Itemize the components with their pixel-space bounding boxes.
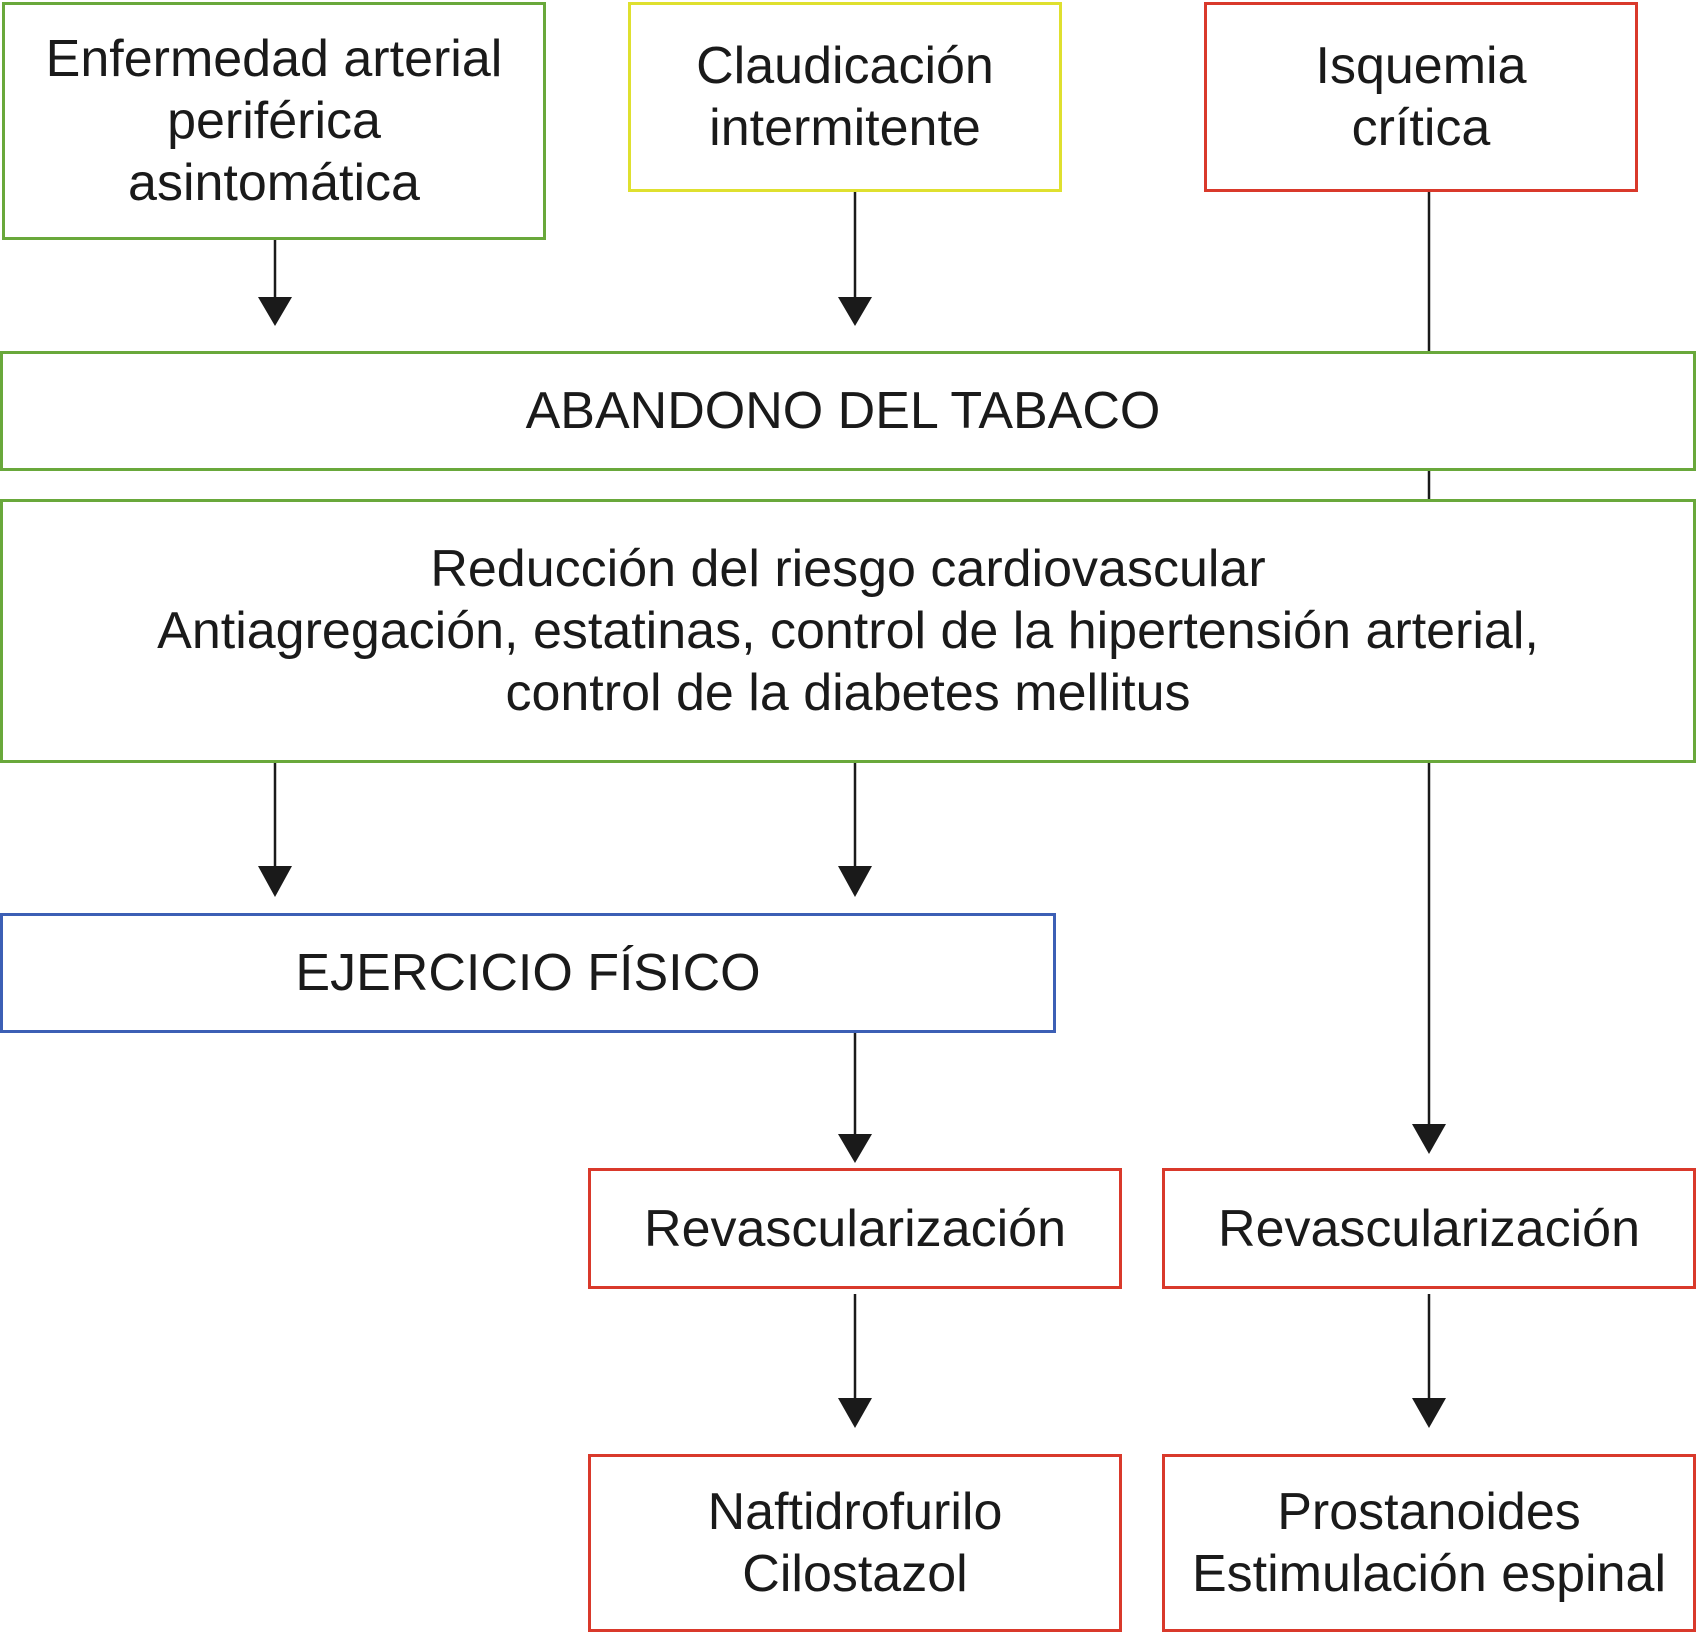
drug-therapy-left-box: Naftidrofurilo Cilostazol [588,1454,1122,1632]
arrowhead [838,297,872,326]
arrowhead [258,297,292,326]
arrowhead [258,866,292,897]
arrowhead [838,1398,872,1428]
box-text-line: Cilostazol [742,1545,968,1603]
box-text-line: Enfermedad arterial [45,30,503,88]
box-text-line: intermitente [709,99,981,157]
box-text-line: crítica [1351,99,1491,157]
asymptomatic-pad-box: Enfermedad arterial periférica asintomát… [2,2,546,240]
physical-exercise-box: EJERCICIO FÍSICO [0,913,1056,1033]
box-text-line: Antiagregación, estatinas, control de la… [157,602,1539,660]
arrowhead [838,866,872,897]
box-text-line: Isquemia [1315,37,1527,95]
arrowhead [1412,1398,1446,1428]
box-text-line: Estimulación espinal [1191,1545,1667,1603]
box-text-line: Revascularización [1218,1199,1640,1258]
box-text-line: Prostanoides [1277,1483,1581,1541]
box-text-line: ABANDONO DEL TABACO [525,382,1161,440]
intermittent-claudication-box: Claudicación intermitente [628,2,1062,192]
box-text-line: Revascularización [644,1199,1066,1258]
box-text-line: control de la diabetes mellitus [505,664,1191,722]
revascularization-left-box: Revascularización [588,1168,1122,1289]
box-text-line: Naftidrofurilo [707,1483,1003,1541]
box-text-line: periférica [167,92,381,150]
box-text-line: asintomática [128,154,420,212]
critical-ischemia-box: Isquemia crítica [1204,2,1638,192]
arrowhead [1412,1124,1446,1154]
arrowhead [838,1134,872,1163]
smoking-cessation-box: ABANDONO DEL TABACO [0,351,1696,471]
box-text-line: Claudicación [696,37,994,95]
drug-therapy-right-box: Prostanoides Estimulación espinal [1162,1454,1696,1632]
box-text-line: EJERCICIO FÍSICO [295,944,761,1002]
cardiovascular-risk-reduction-box: Reducción del riesgo cardiovascular Anti… [0,499,1696,763]
box-text-line: Reducción del riesgo cardiovascular [430,540,1266,598]
revascularization-right-box: Revascularización [1162,1168,1696,1289]
